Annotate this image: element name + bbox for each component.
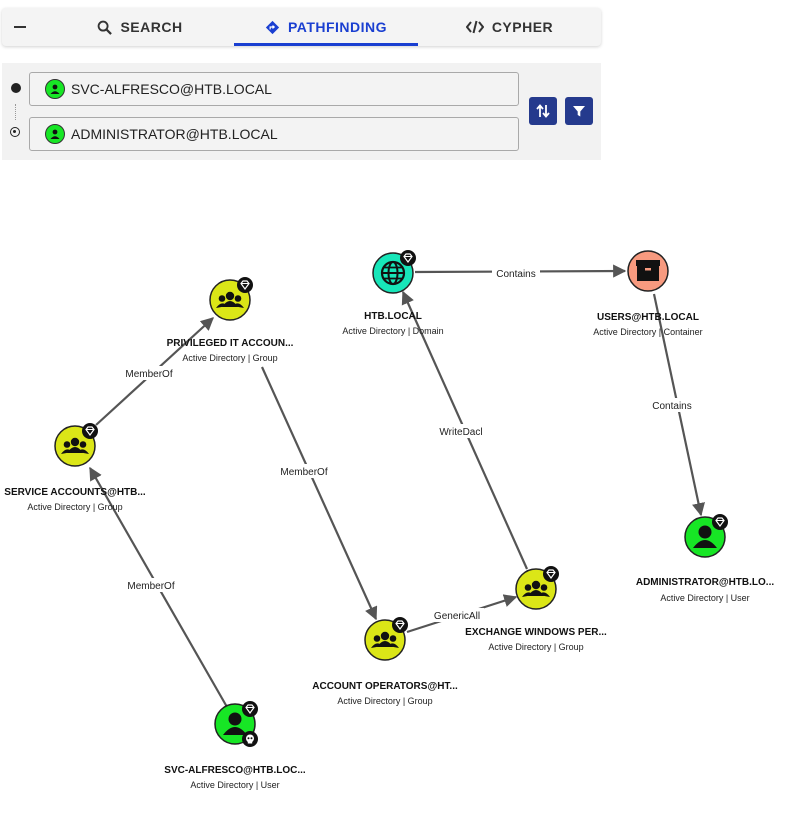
node-privileged-it-accounts[interactable]: PRIVILEGED IT ACCOUN... Active Directory… xyxy=(167,276,294,363)
node-label: SVC-ALFRESCO@HTB.LOC... xyxy=(164,765,306,776)
node-kind: Active Directory | Group xyxy=(337,696,432,706)
node-kind: Active Directory | Group xyxy=(27,502,122,512)
node-label: EXCHANGE WINDOWS PER... xyxy=(465,627,607,638)
swap-vertical-icon xyxy=(536,104,550,118)
edge-contains-htb-local-to-users[interactable]: Contains xyxy=(414,264,627,280)
search-icon xyxy=(98,20,113,35)
tab-pathfinding[interactable]: PATHFINDING xyxy=(234,8,418,46)
tier-zero-icon xyxy=(711,513,729,531)
node-label: HTB.LOCAL xyxy=(364,311,422,322)
user-icon xyxy=(45,124,65,144)
node-kind: Active Directory | Domain xyxy=(342,326,443,336)
destination-node-value: ADMINISTRATOR@HTB.LOCAL xyxy=(71,126,278,142)
node-kind: Active Directory | Container xyxy=(593,327,702,337)
node-users-container[interactable]: USERS@HTB.LOCAL Active Directory | Conta… xyxy=(593,250,703,337)
node-label: USERS@HTB.LOCAL xyxy=(597,312,699,323)
user-icon xyxy=(45,79,65,99)
node-htb-local-domain[interactable]: HTB.LOCAL Active Directory | Domain xyxy=(342,249,444,336)
pathfinding-panel: SVC-ALFRESCO@HTB.LOCAL ADMINISTRATOR@HTB… xyxy=(2,63,601,160)
edge-label: MemberOf xyxy=(127,581,174,592)
target-node-icon xyxy=(10,127,20,137)
owned-skull-icon xyxy=(242,731,258,747)
tier-zero-icon xyxy=(399,249,417,267)
edge-memberof-privileged-it-to-account-operators[interactable]: MemberOf xyxy=(260,366,378,621)
node-svc-alfresco[interactable]: SVC-ALFRESCO@HTB.LOC... Active Directory… xyxy=(164,700,306,790)
node-kind: Active Directory | User xyxy=(190,780,279,790)
edge-label: Contains xyxy=(496,269,535,280)
edge-label: WriteDacl xyxy=(439,427,482,438)
tier-zero-icon xyxy=(241,700,259,718)
edge-memberof-svc-to-service-accounts[interactable]: MemberOf xyxy=(89,466,228,708)
edge-memberof-service-accounts-to-privileged-it[interactable]: MemberOf xyxy=(95,317,214,426)
tier-zero-icon xyxy=(542,565,560,583)
edge-contains-users-to-administrator[interactable]: Contains xyxy=(648,293,705,517)
filter-icon xyxy=(573,106,585,117)
node-kind: Active Directory | Group xyxy=(182,353,277,363)
edge-genericall-account-operators-to-exchange[interactable]: GenericAll xyxy=(406,594,518,634)
swap-nodes-button[interactable] xyxy=(529,97,557,125)
explore-tab-bar: SEARCH PATHFINDING CYPHER xyxy=(2,8,601,46)
edge-label: GenericAll xyxy=(434,611,480,622)
start-node-input[interactable]: SVC-ALFRESCO@HTB.LOCAL xyxy=(29,72,519,106)
node-label: ACCOUNT OPERATORS@HT... xyxy=(312,681,458,692)
start-node-value: SVC-ALFRESCO@HTB.LOCAL xyxy=(71,81,272,97)
tab-cypher-label: CYPHER xyxy=(491,19,554,35)
node-label: PRIVILEGED IT ACCOUN... xyxy=(167,338,294,349)
tab-cypher[interactable]: CYPHER xyxy=(418,8,601,46)
node-account-operators[interactable]: ACCOUNT OPERATORS@HT... Active Directory… xyxy=(312,616,458,706)
node-kind: Active Directory | User xyxy=(660,593,749,603)
node-label: SERVICE ACCOUNTS@HTB... xyxy=(4,487,146,498)
node-service-accounts[interactable]: SERVICE ACCOUNTS@HTB... Active Directory… xyxy=(4,422,146,512)
directions-icon xyxy=(265,20,280,34)
node-label: ADMINISTRATOR@HTB.LO... xyxy=(636,577,774,588)
tier-zero-icon xyxy=(236,276,254,294)
tier-zero-icon xyxy=(81,422,99,440)
edge-label: MemberOf xyxy=(280,467,327,478)
tab-search[interactable]: SEARCH xyxy=(46,8,234,46)
code-icon xyxy=(465,20,484,34)
active-tab-indicator xyxy=(234,43,418,46)
path-connector-line xyxy=(15,104,16,120)
collapse-panel-button[interactable] xyxy=(2,8,46,46)
tier-zero-icon xyxy=(391,616,409,634)
start-node-dot-icon xyxy=(11,83,21,93)
edge-label: Contains xyxy=(652,401,691,412)
tab-search-label: SEARCH xyxy=(120,19,183,35)
edge-label: MemberOf xyxy=(125,369,172,380)
node-kind: Active Directory | Group xyxy=(488,642,583,652)
minus-icon xyxy=(14,26,26,28)
edge-writedacl-exchange-to-htb-local[interactable]: WriteDacl xyxy=(401,290,529,570)
node-exchange-windows-permissions[interactable]: EXCHANGE WINDOWS PER... Active Directory… xyxy=(465,565,607,652)
destination-node-input[interactable]: ADMINISTRATOR@HTB.LOCAL xyxy=(29,117,519,151)
edge-filter-button[interactable] xyxy=(565,97,593,125)
tab-pathfinding-label: PATHFINDING xyxy=(287,19,388,35)
node-administrator[interactable]: ADMINISTRATOR@HTB.LO... Active Directory… xyxy=(636,513,774,603)
